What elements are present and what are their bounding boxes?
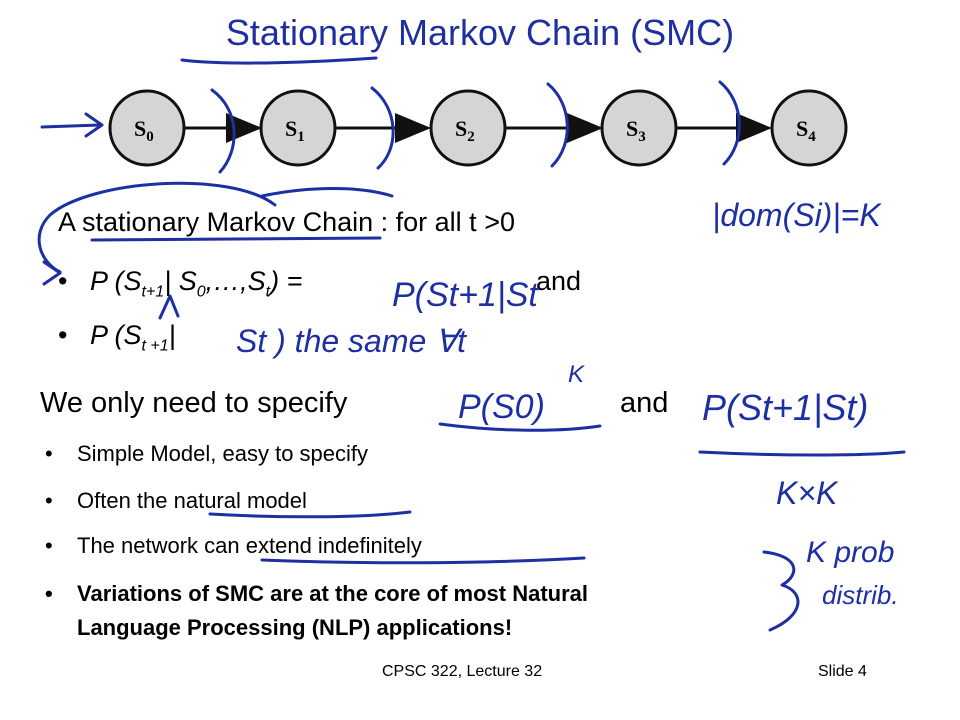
chain-node-s2: S2 — [429, 89, 507, 167]
bullet-and-text: and — [536, 266, 582, 296]
bullet-conditional-1: •P (St+1| S0,…,St) = — [58, 266, 303, 301]
sub-bullet-4: •Variations of SMC are at the core of mo… — [45, 581, 589, 606]
definition-line: A stationary Markov Chain : for all t >0 — [58, 207, 515, 237]
ink-kprob-2: distrib. — [822, 580, 899, 610]
sub-bullet-1: •Simple Model, easy to specify — [45, 441, 369, 466]
svg-text:S4: S4 — [796, 116, 816, 145]
ink-dom-text: |dom(Si)|=K — [712, 197, 882, 233]
footer-course: CPSC 322, Lecture 32 — [382, 663, 543, 680]
chain-node-s4: S4 — [770, 89, 848, 167]
ink-brace — [762, 550, 800, 632]
specify-line: We only need to specify — [40, 387, 348, 419]
svg-text:S3: S3 — [626, 116, 646, 145]
markov-chain-diagram: S0 S1 S2 S3 S4 — [108, 89, 848, 167]
svg-text:S2: S2 — [455, 116, 475, 145]
ink-prior: P(S0) — [458, 388, 545, 426]
ink-k-superscript: K — [568, 361, 585, 388]
svg-text:S0: S0 — [134, 116, 154, 145]
ink-kprob-1: K prob — [806, 536, 894, 569]
svg-text:S1: S1 — [285, 116, 305, 145]
ink-underline-term — [90, 236, 382, 242]
sub-bullet-4-cont: Language Processing (NLP) applications! — [77, 615, 513, 640]
chain-node-s1: S1 — [259, 89, 337, 167]
definition-term: stationary Markov Chain — [82, 207, 374, 237]
chain-node-s0: S0 — [108, 89, 186, 167]
ink-kxk: K×K — [776, 475, 839, 511]
slide-title: Stationary Markov Chain (SMC) — [225, 12, 735, 53]
ink-cond-1: P(St+1|St — [392, 276, 539, 314]
ink-cond-2: St ) the same ∀t — [236, 323, 467, 359]
ink-cond-3: P(St+1|St) — [702, 387, 868, 428]
footer-slide-number: Slide 4 — [818, 663, 867, 680]
chain-node-s3: S3 — [600, 89, 678, 167]
specify-and: and — [620, 387, 669, 419]
bullet-conditional-2: •P (St +1| — [58, 320, 176, 355]
sub-bullet-3: •The network can extend indefinitely — [45, 533, 422, 558]
sub-bullet-2: •Often the natural model — [45, 488, 307, 513]
